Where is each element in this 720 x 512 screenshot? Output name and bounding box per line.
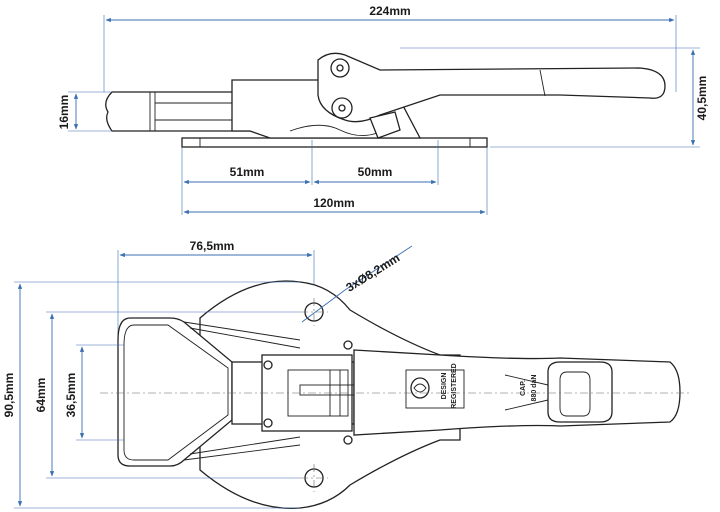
stamp-registered: REGISTERED: [451, 363, 458, 409]
lever-grip: [547, 361, 613, 423]
lever: [317, 52, 666, 123]
dim-base-total: 120mm: [313, 196, 354, 210]
latch-frame: [261, 354, 353, 432]
dim-height-inner: 36,5mm: [64, 373, 78, 418]
dim-height-left: 16mm: [57, 95, 71, 130]
lever-lug: [369, 111, 401, 139]
dim-base-left: 51mm: [230, 165, 265, 179]
dim-line-holes: [301, 289, 346, 323]
dim-holes: 3xØ8,2mm: [343, 251, 402, 295]
side-view: 224mm 16mm 40,5mm: [57, 4, 709, 215]
stamp-cap-value: 880 daN: [531, 375, 538, 402]
dim-base-right: 50mm: [358, 165, 393, 179]
dim-height-holes: 64mm: [34, 378, 48, 413]
dim-height-right: 40,5mm: [695, 76, 709, 121]
dim-total-length: 224mm: [369, 4, 410, 18]
dim-height-outer: 90,5mm: [2, 373, 16, 418]
base-plate: [181, 137, 488, 148]
stamp-cap: CAP.: [520, 380, 527, 396]
top-view: 76,5mm 3xØ8,2mm: [2, 239, 690, 509]
dim-hole-offset: 76,5mm: [190, 239, 235, 253]
stamp-design: DESIGN: [441, 373, 448, 400]
lever-top: [353, 349, 681, 436]
